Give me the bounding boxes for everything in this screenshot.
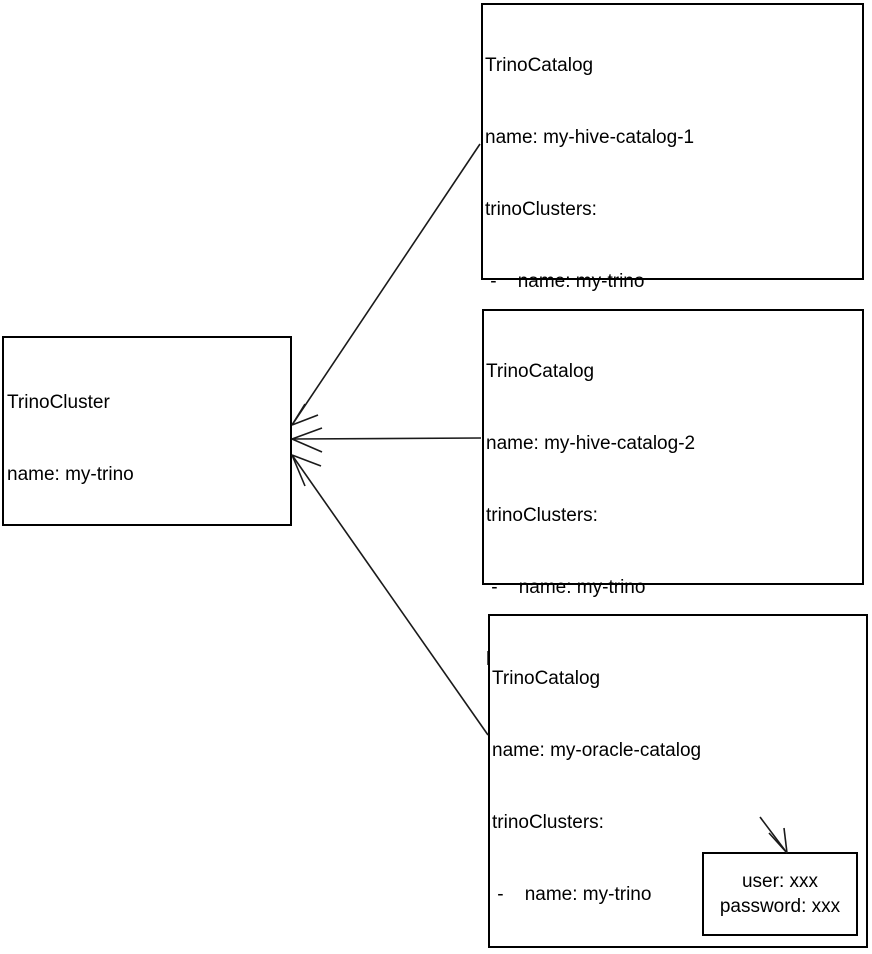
cluster-line-0: TrinoCluster xyxy=(7,392,110,413)
trino-catalog-box-1[interactable] xyxy=(481,3,864,280)
catalog-3-line-1: name: my-oracle-catalog xyxy=(492,740,702,761)
credentials-password-line: password: xxx xyxy=(719,896,841,917)
trino-catalog-3-text: TrinoCatalog name: my-oracle-catalog tri… xyxy=(492,619,818,954)
credentials-user-line: user: xxx xyxy=(741,871,819,892)
catalog-1-line-2: trinoClusters: xyxy=(485,199,597,220)
catalog-2-line-0: TrinoCatalog xyxy=(486,361,595,382)
catalog-2-line-2: trinoClusters: xyxy=(486,505,598,526)
trino-cluster-box[interactable] xyxy=(2,336,292,526)
credentials-secret-box[interactable]: user: xxx password: xxx xyxy=(702,852,858,936)
catalog-2-line-3: - name: my-trino xyxy=(486,577,646,598)
catalog-2-line-1: name: my-hive-catalog-2 xyxy=(486,433,696,454)
catalog-3-line-2: trinoClusters: xyxy=(492,812,604,833)
trino-catalog-box-2[interactable] xyxy=(482,309,864,585)
cluster-line-1: name: my-trino xyxy=(7,464,134,485)
arrow-catalog-1-to-cluster xyxy=(291,143,481,426)
arrow-catalog-2-to-cluster xyxy=(291,427,482,453)
catalog-1-line-0: TrinoCatalog xyxy=(485,55,594,76)
catalog-3-line-3: - name: my-trino xyxy=(492,884,652,905)
trino-cluster-text: TrinoCluster name: my-trino xyxy=(7,343,134,535)
arrow-catalog-3-to-cluster xyxy=(291,454,489,736)
catalog-1-line-3: - name: my-trino xyxy=(485,271,645,292)
catalog-3-line-0: TrinoCatalog xyxy=(492,668,601,689)
catalog-1-line-1: name: my-hive-catalog-1 xyxy=(485,127,695,148)
